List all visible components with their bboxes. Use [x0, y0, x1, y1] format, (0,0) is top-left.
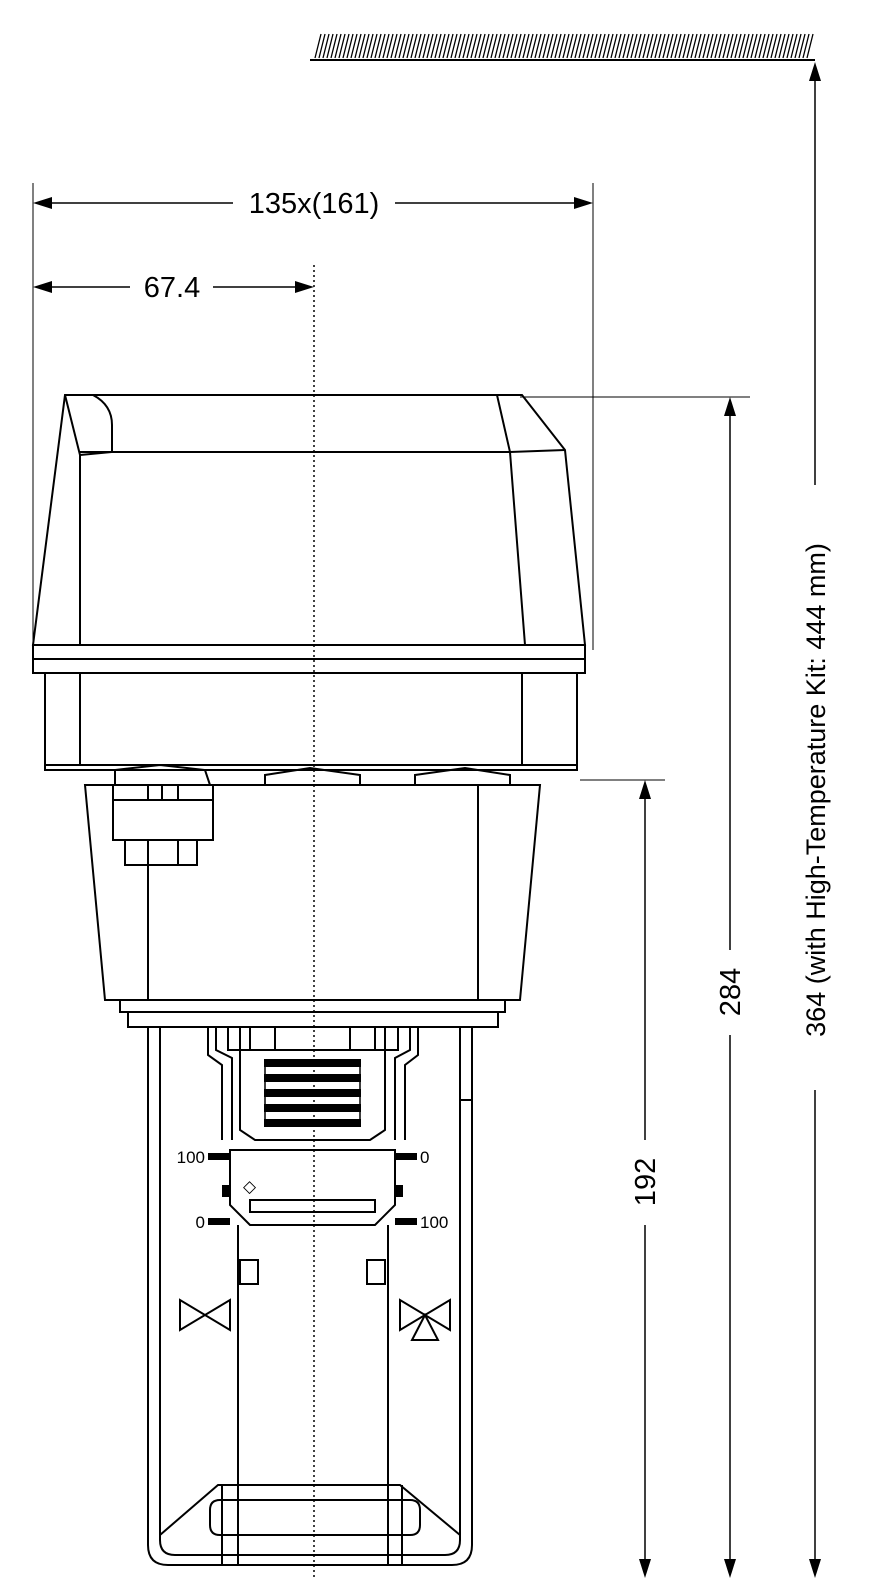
indicator-diamond-icon: ◇ [243, 1177, 257, 1196]
half-width-label: 67.4 [144, 272, 200, 304]
two-way-valve-icon [179, 1298, 231, 1332]
actuator-mid-housing [44, 673, 578, 771]
ceiling-hatch [310, 33, 815, 61]
scale-right-bottom-label: 100 [420, 1213, 448, 1232]
scale-right-top-label: 0 [420, 1148, 429, 1167]
cable-gland [112, 784, 214, 866]
dimension-width-total [32, 183, 594, 650]
lower-height-label: 192 [630, 1158, 662, 1206]
dimension-actuator-height [520, 396, 750, 1578]
spindle-coupling [207, 1026, 419, 1141]
actuator-lower-body [83, 784, 542, 1001]
dimension-lower-height [580, 779, 665, 1578]
base-plates [119, 999, 506, 1028]
actuator-flange [32, 644, 586, 674]
scale-left-top-label: 100 [177, 1148, 205, 1167]
dimension-total-height [809, 62, 821, 1578]
stroke-indicator [208, 1149, 417, 1485]
scale-left-bottom-label: 0 [196, 1213, 205, 1232]
total-height-label: 364 (with High-Temperature Kit: 444 mm) [801, 543, 831, 1037]
width-total-label: 135x(161) [249, 188, 380, 220]
actuator-height-label: 284 [715, 968, 747, 1016]
housing-clips [114, 763, 511, 786]
yoke-bracket [147, 1027, 473, 1566]
three-way-valve-icon [399, 1298, 451, 1341]
actuator-cover [31, 394, 587, 646]
dimension-half-width [33, 281, 314, 293]
